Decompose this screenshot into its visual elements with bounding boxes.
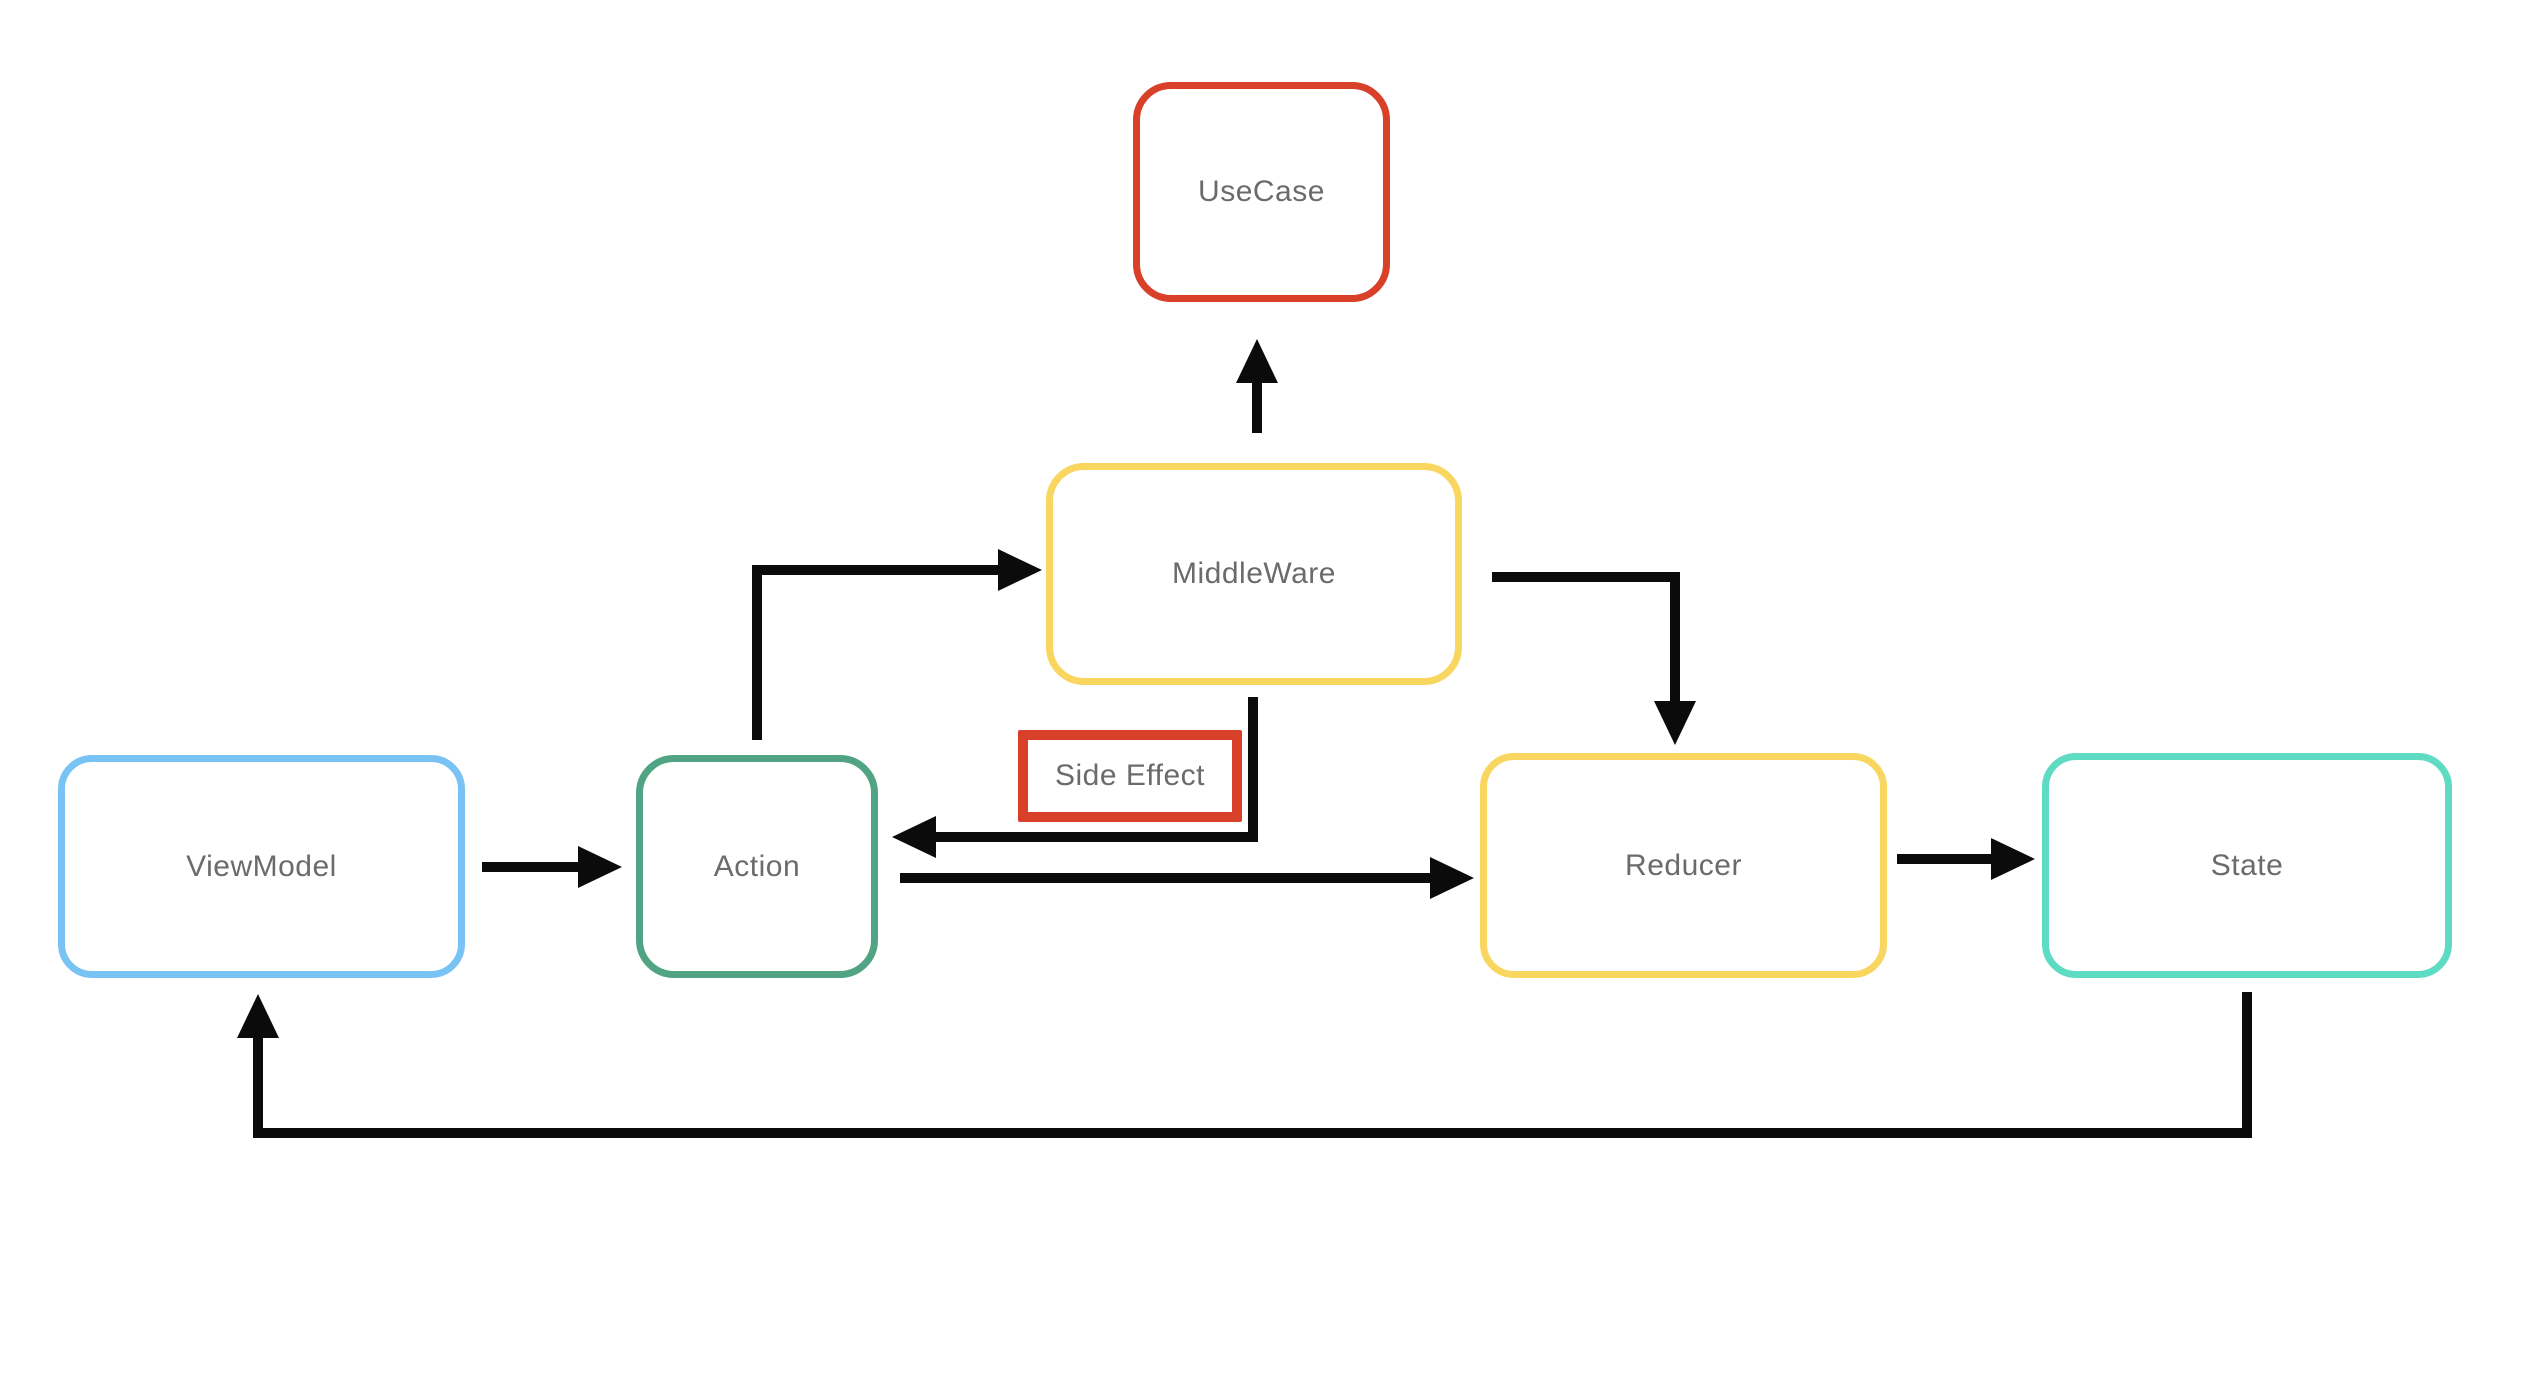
arrowhead <box>1430 857 1474 899</box>
arrowhead <box>1654 701 1696 745</box>
node-state-label: State <box>2210 848 2284 882</box>
node-action: Action <box>636 755 878 978</box>
arrowhead <box>998 549 1042 591</box>
node-reducer-label: Reducer <box>1625 848 1742 882</box>
line-segment <box>752 565 762 740</box>
node-middleware-label: MiddleWare <box>1172 557 1336 590</box>
line-segment <box>253 1128 2252 1138</box>
node-usecase: UseCase <box>1133 82 1390 302</box>
node-middleware: MiddleWare <box>1046 463 1462 685</box>
line-segment <box>1252 381 1262 433</box>
node-reducer: Reducer <box>1480 753 1887 978</box>
arrowhead <box>237 994 279 1038</box>
node-action-label: Action <box>713 849 801 883</box>
line-segment <box>2242 992 2252 1138</box>
node-side-effect: Side Effect <box>1018 730 1242 822</box>
node-state: State <box>2042 753 2452 978</box>
arrowhead <box>1236 339 1278 383</box>
line-segment <box>900 873 1432 883</box>
node-viewmodel-label: ViewModel <box>186 849 337 883</box>
arrowhead <box>892 816 936 858</box>
line-segment <box>1670 572 1680 701</box>
line-segment <box>752 565 1000 575</box>
arrowhead <box>578 846 622 888</box>
line-segment <box>253 1036 263 1138</box>
node-viewmodel: ViewModel <box>58 755 465 978</box>
arrowhead <box>1991 838 2035 880</box>
line-segment <box>1897 854 1993 864</box>
line-segment <box>936 832 1258 842</box>
line-segment <box>482 862 580 872</box>
line-segment <box>1248 697 1258 842</box>
node-side-effect-label: Side Effect <box>1054 759 1206 792</box>
line-segment <box>1492 572 1675 582</box>
node-usecase-label: UseCase <box>1198 175 1325 208</box>
